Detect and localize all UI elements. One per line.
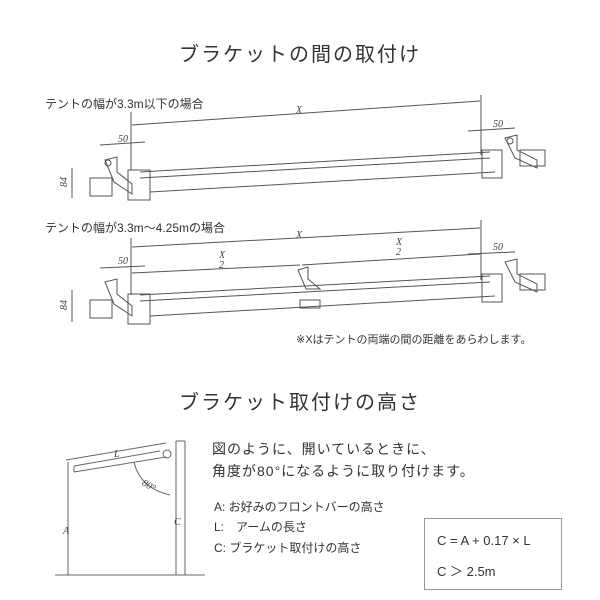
dim-half-left-num: X [218,250,226,261]
dim-c: C [174,517,181,528]
diagram-case1 [71,95,546,201]
dim-x-2: X [295,230,303,241]
formula-height: C = A + 0.17 × L [437,533,531,548]
case2-label: テントの幅が3.3m～4.25mの場合 [45,221,226,235]
dim-x-1: X [295,105,303,116]
formula-box: C = A + 0.17 × L C ＞ 2.5m [424,518,562,590]
dim-half-right-den: 2 [396,247,401,258]
case1-label: テントの幅が3.3m以下の場合 [45,97,204,111]
bracket-height-title: ブラケット取付けの高さ [179,392,421,414]
bracket-spacing-title: ブラケットの間の取付け [179,44,421,66]
dim-l: L [113,449,120,460]
dim-50-right-2: 50 [493,242,503,253]
legend-l: L: アームの長さ [214,520,307,534]
dim-half-right-num: X [395,237,403,248]
legend-c: C: ブラケット取付けの高さ [214,541,362,555]
formula-minimum: C ＞ 2.5m [437,564,496,579]
dim-50-right-1: 50 [493,119,503,130]
dim-a: A [62,526,70,537]
dim-84-1: 84 [59,177,70,187]
diagram-case2 [71,220,546,325]
dim-50-left-2: 50 [118,256,128,267]
dim-50-left-1: 50 [118,134,128,145]
dim-half-left-den: 2 [219,260,224,271]
description-line-2: 角度が80°になるように取り付けます。 [212,463,475,479]
x-note: ※Xはテントの両端の間の距離をあらわします。 [296,334,532,346]
legend-a: A: お好みのフロントバーの高さ [214,500,385,514]
height-diagram [55,440,205,576]
dim-84-2: 84 [59,300,70,310]
description-line-1: 図のように、開いているときに、 [212,441,436,457]
